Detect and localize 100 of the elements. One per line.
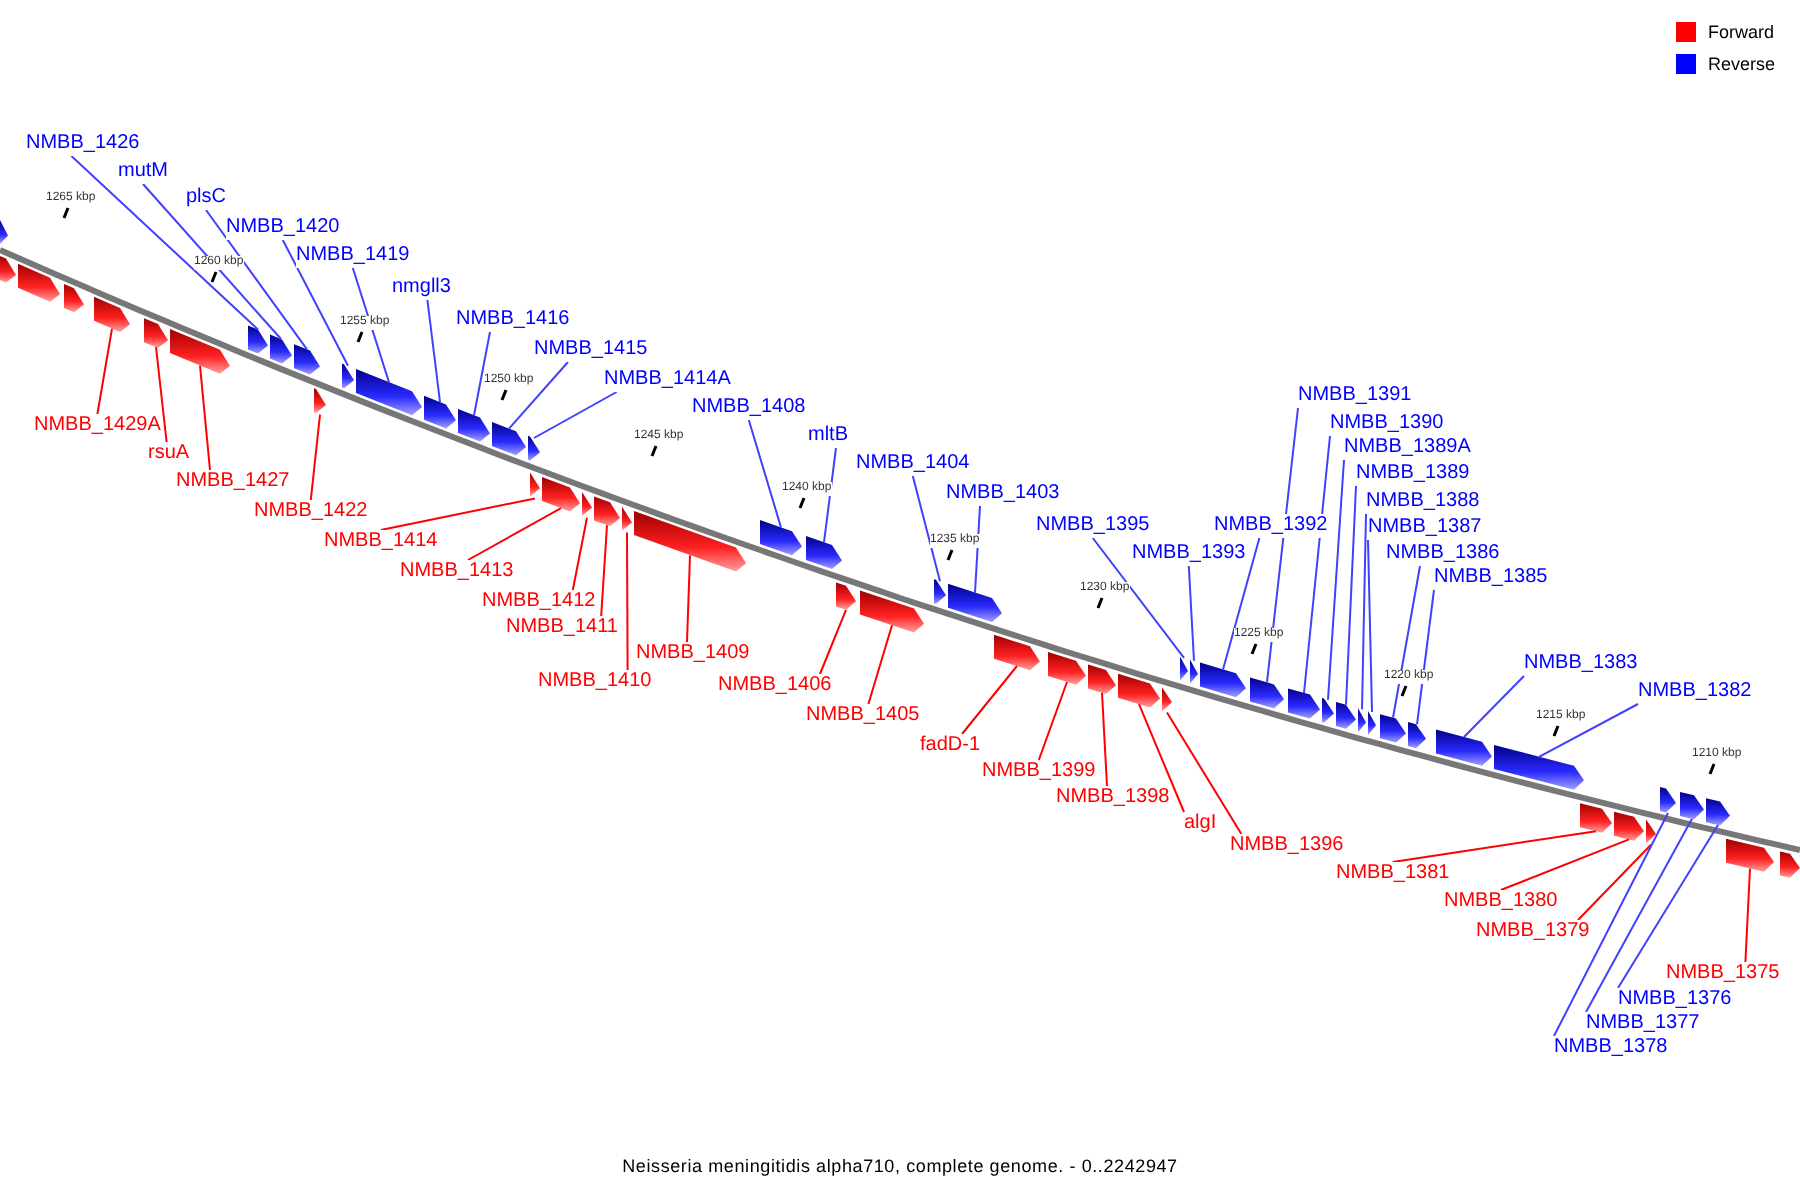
gene-label: NMBB_1429A (34, 414, 161, 438)
gene-block (1408, 722, 1426, 749)
gene-label: NMBB_1382 (1638, 680, 1752, 704)
leader-line (1499, 838, 1630, 891)
gene-block (1706, 798, 1730, 826)
gene-label: mltB (808, 424, 848, 448)
gene-label: NMBB_1377 (1586, 1012, 1700, 1036)
gene-label: NMBB_1380 (1444, 890, 1558, 914)
leader-line (823, 447, 837, 544)
gene-label: algI (1184, 812, 1217, 836)
gene-block (248, 325, 268, 354)
leader-line (205, 209, 308, 351)
gene-block (0, 256, 16, 283)
leader-line (351, 267, 390, 384)
gene-block (294, 344, 320, 375)
gene-label: NMBB_1406 (718, 674, 832, 698)
gene-block (270, 334, 292, 364)
gene-label: NMBB_1427 (176, 470, 290, 494)
gene-label: NMBB_1391 (1298, 384, 1412, 408)
gene-label: NMBB_1420 (226, 216, 340, 240)
gene-label: NMBB_1395 (1036, 514, 1150, 538)
leader-line (1222, 537, 1261, 671)
leader-line (911, 475, 941, 583)
gene-label: NMBB_1404 (856, 452, 970, 476)
leader-line (70, 155, 259, 331)
leader-line (686, 554, 691, 643)
gene-block (1380, 714, 1406, 743)
gene-block (1680, 792, 1704, 820)
leader-line (747, 419, 782, 529)
leader-line (961, 665, 1018, 735)
leader-line (309, 413, 321, 501)
gene-label: NMBB_1405 (806, 704, 920, 728)
gene-label: NMBB_1399 (982, 760, 1096, 784)
gene-label: NMBB_1396 (1230, 834, 1344, 858)
gene-block (1088, 664, 1116, 694)
leader-line (1577, 843, 1652, 921)
leader-line (533, 391, 618, 439)
gene-label: NMBB_1387 (1368, 516, 1482, 540)
gene-label: NMBB_1412 (482, 590, 596, 614)
gene-block (1726, 838, 1774, 872)
gene-label: NMBB_1415 (534, 338, 648, 362)
gene-block (836, 582, 856, 610)
leader-line (155, 346, 168, 443)
leader-line (1187, 565, 1195, 662)
leader-line (96, 327, 113, 415)
gene-label: NMBB_1414 (324, 530, 438, 554)
leader-line (467, 507, 562, 561)
gene-label: mutM (118, 160, 168, 184)
gene-label: NMBB_1422 (254, 500, 368, 524)
legend-label: Forward (1708, 22, 1775, 42)
gene-label: NMBB_1426 (26, 132, 140, 156)
leader-line (1266, 407, 1299, 684)
gene-label: NMBB_1383 (1524, 652, 1638, 676)
gene-block (1780, 851, 1800, 878)
leader-line (974, 505, 981, 594)
gene-label: NMBB_1389A (1344, 436, 1471, 460)
gene-block (356, 369, 422, 416)
leader-line (1585, 817, 1693, 1013)
leader-line (1538, 703, 1639, 758)
leader-line (1037, 681, 1068, 761)
gene-label: NMBB_1410 (538, 670, 652, 694)
gene-label: NMBB_1393 (1132, 542, 1246, 566)
gene-label: NMBB_1416 (456, 308, 570, 332)
caption: Neisseria meningitidis alpha710, complete genome. - 0..2242947 (622, 1156, 1178, 1176)
leader-line (626, 531, 629, 671)
gene-block (170, 329, 230, 374)
gene-block (1660, 787, 1676, 813)
leader-line (1416, 589, 1435, 726)
leader-line (379, 497, 536, 531)
leader-line (1361, 513, 1367, 711)
gene-block (64, 284, 84, 313)
gene-label: NMBB_1413 (400, 560, 514, 584)
gene-label: NMBB_1419 (296, 244, 410, 268)
gene-label: NMBB_1385 (1434, 566, 1548, 590)
gene-block (1494, 745, 1584, 790)
gene-block (342, 363, 354, 389)
gene-block (806, 536, 842, 569)
leader-line (1391, 830, 1597, 863)
gene-label: NMBB_1388 (1366, 490, 1480, 514)
gene-block (860, 590, 924, 633)
gene-block (994, 634, 1040, 671)
leader-line (473, 331, 491, 417)
leader-line (571, 516, 588, 591)
leader-line (1744, 867, 1751, 963)
gene-block (458, 409, 490, 442)
gene-label: NMBB_1408 (692, 396, 806, 420)
leader-line (1166, 711, 1243, 835)
gene-label: NMBB_1390 (1330, 412, 1444, 436)
gene-label: NMBB_1398 (1056, 786, 1170, 810)
leader-line (508, 361, 569, 430)
leader-line (1138, 703, 1185, 813)
gene-label: NMBB_1375 (1666, 962, 1780, 986)
gene-block (314, 388, 326, 413)
gene-label: NMBB_1386 (1386, 542, 1500, 566)
gene-label: NMBB_1409 (636, 642, 750, 666)
leader-line (1303, 435, 1331, 694)
leader-line (142, 183, 282, 340)
gene-block (1580, 803, 1612, 833)
leader-line (1367, 539, 1373, 713)
leader-line (199, 364, 211, 471)
